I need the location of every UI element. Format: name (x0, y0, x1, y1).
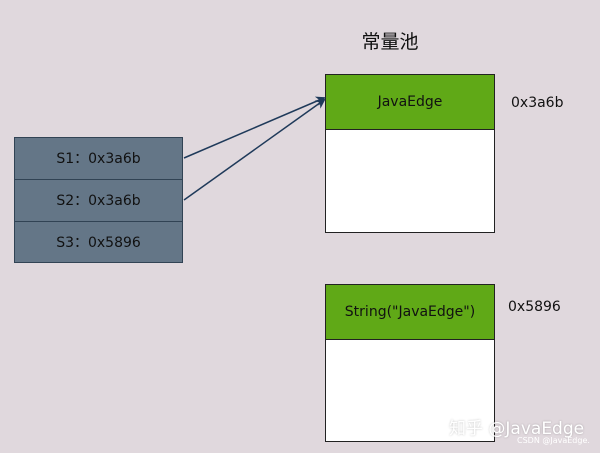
pool-object-javaedge: JavaEdge (325, 74, 495, 233)
heap-object-string-address: 0x5896 (508, 299, 561, 315)
variable-s3: S3：0x5896 (56, 235, 141, 251)
variable-s1: S1：0x3a6b (15, 138, 182, 180)
variable-s2: S2：0x3a6b (15, 180, 182, 222)
arrow-s1-to-javaedge (183, 96, 326, 159)
pool-object-javaedge-address: 0x3a6b (511, 95, 564, 111)
heap-object-string-value: String("JavaEdge") (326, 285, 494, 340)
zhihu-watermark: 知乎 @JavaEdge (449, 419, 585, 439)
pool-object-javaedge-value: JavaEdge (326, 75, 494, 130)
constant-pool-title: 常量池 (361, 31, 419, 53)
csdn-watermark: CSDN @JavaEdge. (517, 436, 590, 445)
variable-table: S1：0x3a6b S2：0x3a6b S3：0x5896 (14, 137, 183, 263)
arrow-s2-to-javaedge (183, 98, 326, 201)
heap-object-string: String("JavaEdge") (325, 284, 495, 442)
